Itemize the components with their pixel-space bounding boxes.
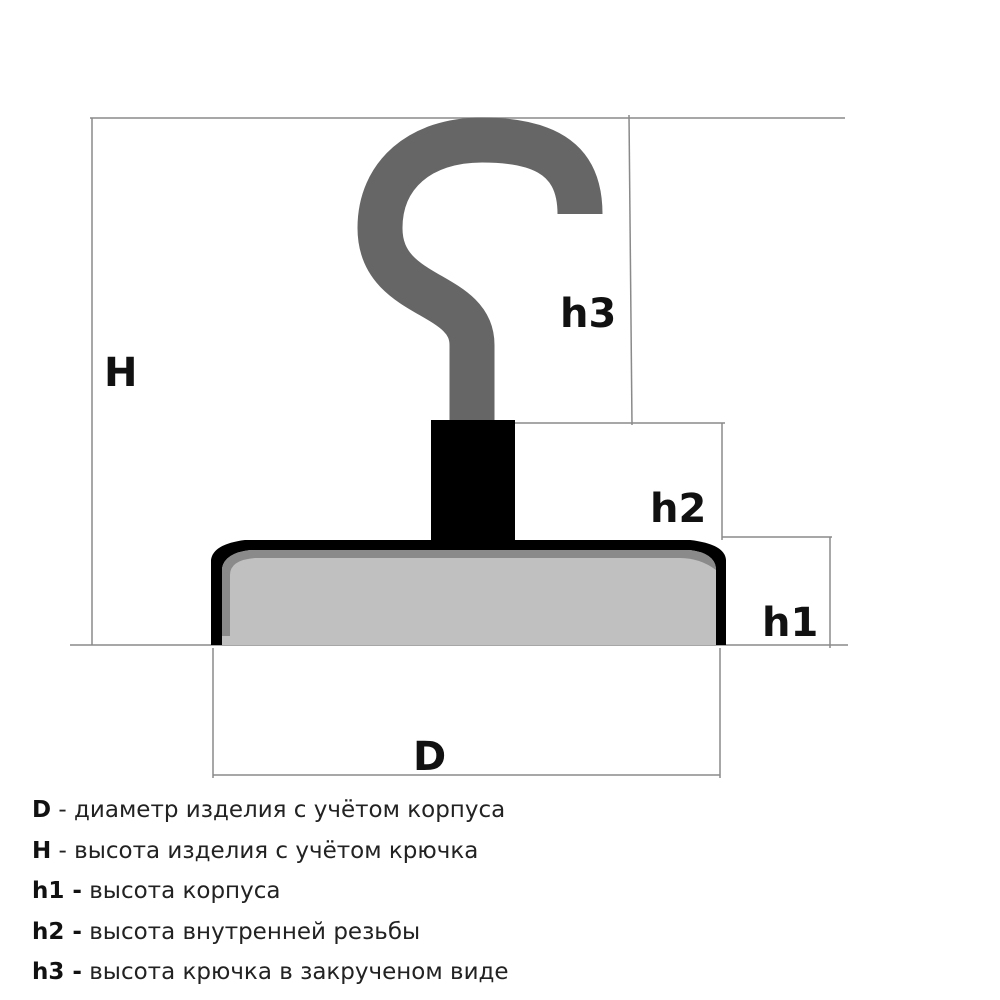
magnet-body-fill [222, 550, 716, 645]
hook [357, 117, 603, 425]
label-D: D [413, 734, 446, 780]
legend-item-h2: h2 - высота внутренней резьбы [32, 918, 421, 945]
label-H: H [104, 350, 137, 396]
label-h3: h3 [560, 291, 616, 337]
legend-item-h3: h3 - высота крючка в закрученом виде [32, 959, 509, 985]
thread-stub [431, 420, 515, 542]
h3-dimension-line [628, 114, 633, 426]
legend-item-h1: h1 - высота корпуса [32, 878, 281, 904]
legend: D - диаметр изделия с учётом корпуса H -… [32, 790, 509, 993]
legend-item-D: D - диаметр изделия с учётом корпуса [32, 797, 506, 823]
legend-item-H: H - высота изделия с учётом крючка [32, 837, 479, 864]
label-h1: h1 [762, 600, 818, 646]
label-h2: h2 [650, 486, 706, 532]
